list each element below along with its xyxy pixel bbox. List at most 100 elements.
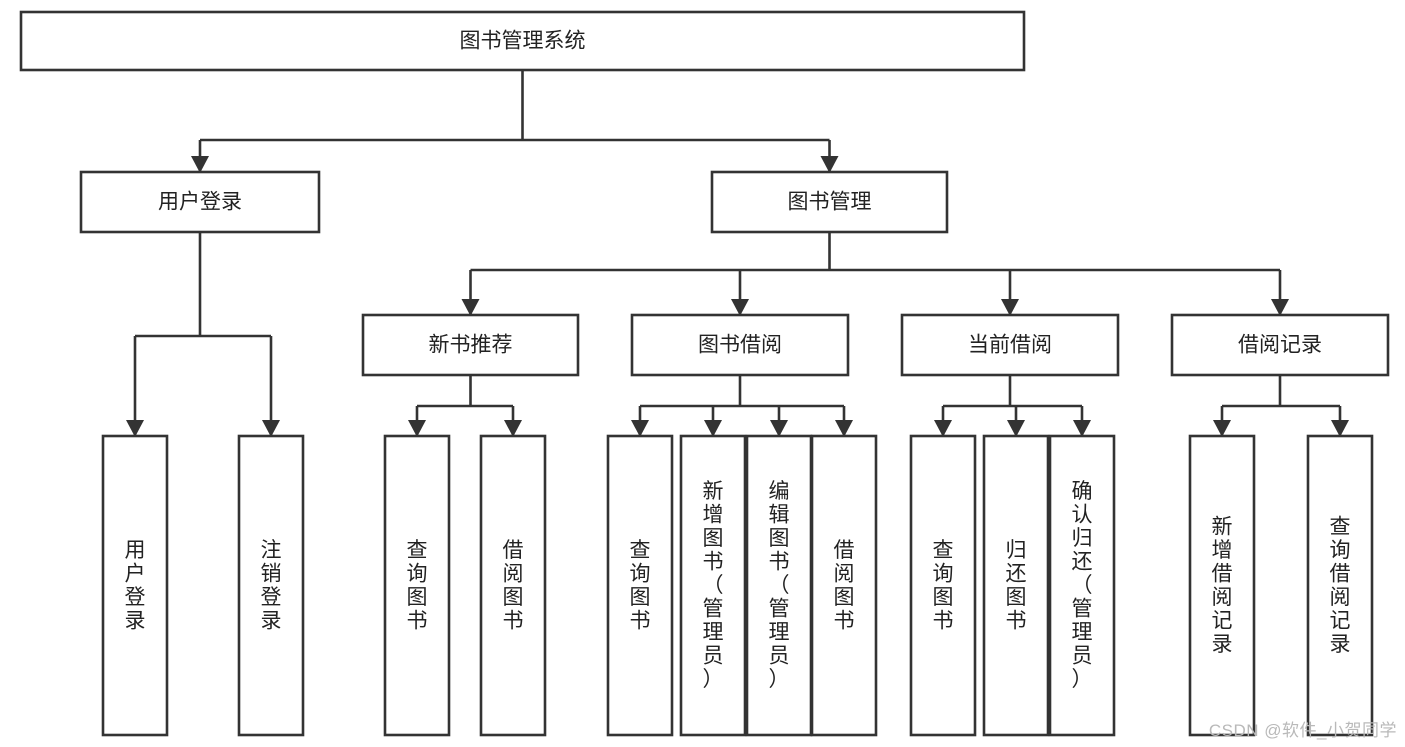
arrow-head-icon [820, 156, 839, 173]
svg-text:记: 记 [1212, 609, 1233, 632]
node-leaf-newbook-borrow[interactable]: 借阅图书借阅图书 [479, 434, 547, 737]
node-box-leaf-newbook-borrow [479, 434, 547, 737]
arrow-head-icon [504, 420, 522, 437]
node-leaf-user-logout[interactable]: 注销登录注销登录 [237, 434, 305, 737]
svg-text:借: 借 [834, 539, 855, 562]
arrow-head-icon [1271, 299, 1289, 316]
node-box-leaf-current-confirm [1048, 434, 1116, 737]
svg-text:查: 查 [1330, 515, 1351, 538]
svg-text:录: 录 [1212, 633, 1233, 656]
svg-text:图: 图 [933, 586, 954, 609]
svg-text:查: 查 [933, 539, 954, 562]
svg-text:（: （ [1072, 574, 1093, 597]
svg-text:编: 编 [769, 480, 790, 503]
svg-text:记: 记 [1330, 609, 1351, 632]
svg-text:书: 书 [503, 609, 524, 632]
node-box-root [19, 10, 1026, 72]
node-box-leaf-borrow-query [606, 434, 674, 737]
node-newbook[interactable]: 新书推荐 [361, 313, 580, 377]
svg-text:理: 理 [769, 621, 790, 644]
svg-text:询: 询 [407, 562, 428, 585]
node-box-leaf-borrow-edit [745, 434, 813, 737]
svg-text:图: 图 [703, 527, 724, 550]
arrow-head-icon [126, 420, 144, 437]
connector-from-login [126, 232, 280, 437]
node-box-current [900, 313, 1120, 377]
svg-text:增: 增 [1212, 539, 1233, 562]
svg-text:增: 增 [703, 504, 724, 527]
svg-text:理: 理 [703, 621, 724, 644]
node-box-leaf-borrow-lend [810, 434, 878, 737]
svg-text:书: 书 [834, 609, 855, 632]
node-borrow[interactable]: 图书借阅 [630, 313, 850, 377]
node-label-newbook: 新书推荐 [429, 334, 513, 357]
svg-text:理: 理 [1072, 621, 1093, 644]
node-leaf-user-login[interactable]: 用户登录用户登录 [101, 434, 169, 737]
svg-text:注: 注 [261, 539, 282, 562]
node-box-leaf-user-logout [237, 434, 305, 737]
svg-text:用: 用 [125, 539, 146, 562]
arrow-head-icon [408, 420, 426, 437]
node-leaf-record-add[interactable]: 新增借阅记录新增借阅记录 [1188, 434, 1256, 737]
node-box-leaf-user-login [101, 434, 169, 737]
svg-text:询: 询 [630, 562, 651, 585]
svg-text:阅: 阅 [1212, 586, 1233, 609]
svg-text:管: 管 [1072, 598, 1093, 621]
svg-text:图: 图 [630, 586, 651, 609]
svg-text:销: 销 [261, 562, 282, 585]
svg-text:阅: 阅 [503, 562, 524, 585]
connector-from-current [934, 375, 1091, 437]
node-label-login: 用户登录 [158, 191, 242, 214]
arrow-head-icon [770, 420, 788, 437]
node-leaf-borrow-lend[interactable]: 借阅图书借阅图书 [810, 434, 878, 737]
svg-text:确: 确 [1072, 480, 1093, 503]
node-leaf-record-query[interactable]: 查询借阅记录查询借阅记录 [1306, 434, 1374, 737]
node-login[interactable]: 用户登录 [79, 170, 321, 234]
arrow-head-icon [731, 299, 749, 316]
svg-text:管: 管 [703, 598, 724, 621]
connector-from-record [1213, 375, 1349, 437]
node-bookmgmt[interactable]: 图书管理 [710, 170, 949, 234]
arrow-head-icon [631, 420, 649, 437]
svg-text:图: 图 [834, 586, 855, 609]
svg-text:还: 还 [1006, 562, 1027, 585]
node-current[interactable]: 当前借阅 [900, 313, 1120, 377]
node-box-leaf-newbook-query [383, 434, 451, 737]
node-leaf-borrow-query[interactable]: 查询图书查询图书 [606, 434, 674, 737]
arrow-head-icon [1331, 420, 1349, 437]
node-label-bookmgmt: 图书管理 [788, 191, 872, 214]
node-leaf-newbook-query[interactable]: 查询图书查询图书 [383, 434, 451, 737]
arrow-head-icon [1073, 420, 1091, 437]
node-leaf-current-return[interactable]: 归还图书归还图书 [982, 434, 1050, 737]
node-leaf-current-query[interactable]: 查询图书查询图书 [909, 434, 977, 737]
connector-from-root [191, 70, 839, 173]
connector-from-newbook [408, 375, 522, 437]
connector-from-bookmgmt [461, 232, 1289, 316]
svg-text:）: ） [1072, 668, 1093, 691]
connector-from-borrow [631, 375, 853, 437]
svg-text:员: 员 [769, 645, 790, 668]
node-label-record: 借阅记录 [1238, 334, 1322, 357]
arrow-head-icon [704, 420, 722, 437]
svg-text:录: 录 [1330, 633, 1351, 656]
svg-text:登: 登 [125, 586, 146, 609]
node-box-leaf-current-return [982, 434, 1050, 737]
svg-text:认: 认 [1072, 504, 1093, 527]
svg-text:辑: 辑 [769, 504, 790, 527]
node-box-newbook [361, 313, 580, 377]
svg-text:书: 书 [1006, 609, 1027, 632]
svg-text:户: 户 [125, 562, 146, 585]
svg-text:借: 借 [1212, 562, 1233, 585]
svg-text:）: ） [769, 668, 790, 691]
node-record[interactable]: 借阅记录 [1170, 313, 1390, 377]
node-root[interactable]: 图书管理系统 [19, 10, 1026, 72]
svg-text:询: 询 [933, 562, 954, 585]
svg-text:归: 归 [1006, 539, 1027, 562]
arrow-head-icon [191, 156, 209, 173]
node-label-borrow: 图书借阅 [698, 334, 782, 357]
svg-text:还: 还 [1072, 551, 1093, 574]
